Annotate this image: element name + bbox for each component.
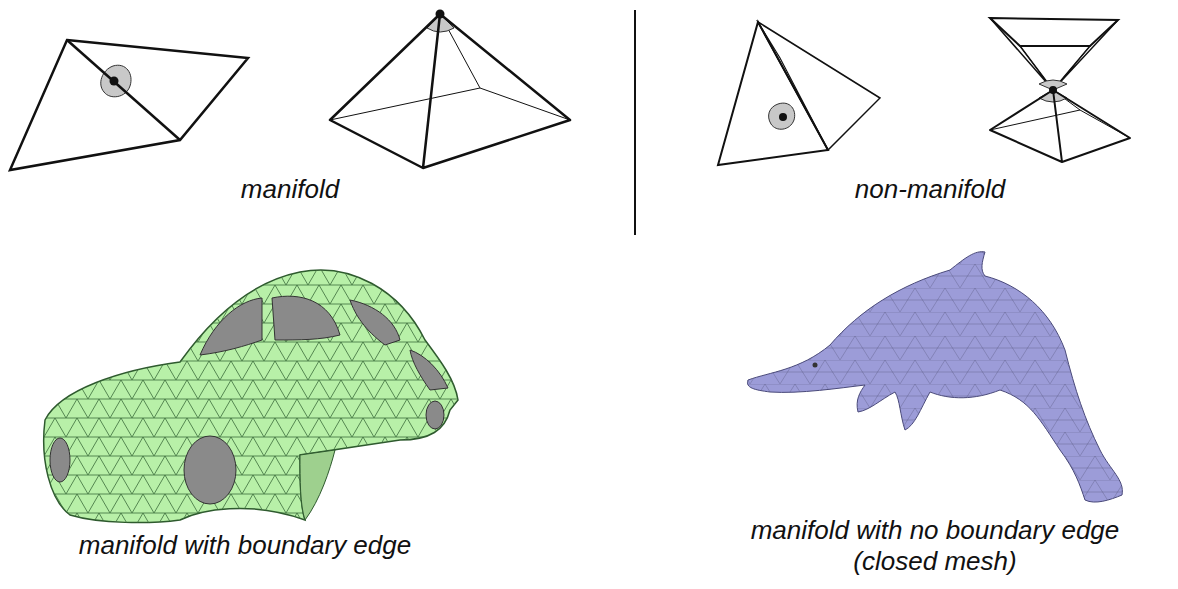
caption-label: manifold xyxy=(90,174,490,205)
manifold-edge-figure xyxy=(10,40,248,170)
caption-label: manifold with boundary edge xyxy=(15,530,475,561)
manifold-pyramid-figure xyxy=(330,10,570,169)
divider-line xyxy=(634,10,636,235)
non-manifold-vertex-figure xyxy=(990,18,1130,162)
caption-label: manifold with no boundary edge (closed m… xyxy=(715,515,1155,577)
dolphin-mesh-figure xyxy=(747,252,1122,502)
non-manifold-edge-figure xyxy=(718,22,880,165)
caption-label: non-manifold xyxy=(730,174,1130,205)
car-mesh-figure xyxy=(44,270,458,523)
